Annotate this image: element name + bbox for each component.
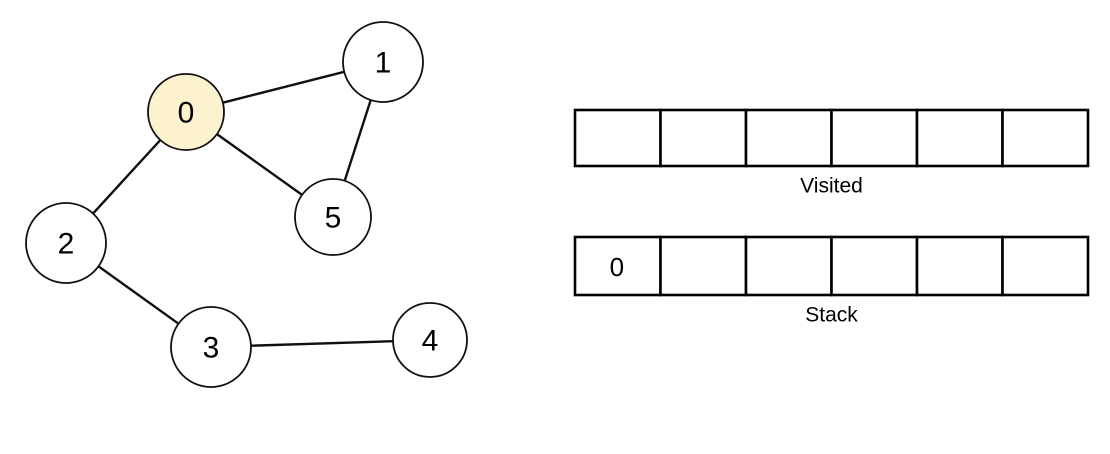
- visited-cell-4[interactable]: [915, 108, 1004, 168]
- visited-array-caption: Visited: [800, 174, 863, 197]
- stack-cell-1[interactable]: [659, 235, 748, 297]
- graph-node-circle-4[interactable]: [392, 302, 468, 378]
- graph-node-circle-0[interactable]: [147, 73, 225, 151]
- graph-edge-0-2: [91, 138, 162, 215]
- stack-array-caption: Stack: [805, 303, 858, 326]
- graph-edge-1-5: [343, 98, 372, 183]
- graph-edge-0-5: [215, 132, 304, 197]
- stack-cell-5[interactable]: [1001, 235, 1090, 297]
- graph-node-3[interactable]: 3: [170, 306, 252, 388]
- graph-node-circle-5[interactable]: [294, 178, 372, 256]
- graph-edge-0-1: [221, 70, 346, 104]
- graph-node-label-5: 5: [325, 202, 342, 235]
- graph-node-label-0: 0: [178, 97, 195, 130]
- graph-node-circle-1[interactable]: [342, 21, 424, 103]
- graph-edges-group: [91, 70, 395, 347]
- graph-edge-3-4: [249, 339, 395, 347]
- graph-node-5[interactable]: 5: [294, 178, 372, 256]
- visited-cell-3[interactable]: [830, 108, 919, 168]
- graph-node-circle-2[interactable]: [25, 202, 107, 284]
- graph-node-label-3: 3: [203, 332, 220, 365]
- graph-node-label-1: 1: [375, 47, 392, 80]
- graph-node-2[interactable]: 2: [25, 202, 107, 284]
- graph-edge-2-3: [97, 265, 180, 325]
- graph-node-1[interactable]: 1: [342, 21, 424, 103]
- visited-cell-5[interactable]: [1001, 108, 1090, 168]
- visited-cell-1[interactable]: [659, 108, 748, 168]
- visited-cell-0[interactable]: [573, 108, 662, 168]
- stack-cell-4[interactable]: [915, 235, 1004, 297]
- stack-cell-2[interactable]: [744, 235, 833, 297]
- graph-node-label-4: 4: [422, 325, 439, 358]
- stack-cell-0[interactable]: [573, 235, 662, 297]
- graph-node-label-2: 2: [58, 228, 75, 261]
- graph-node-4[interactable]: 4: [392, 302, 468, 378]
- stack-cell-3[interactable]: [830, 235, 919, 297]
- graph-nodes-group: 0 1 2 3 4 5: [25, 21, 468, 388]
- visited-array: Visited: [573, 108, 1090, 197]
- visited-cell-2[interactable]: [744, 108, 833, 168]
- graph-node-0[interactable]: 0: [147, 73, 225, 151]
- stack-cell-value-0: 0: [610, 252, 624, 282]
- graph-node-circle-3[interactable]: [170, 306, 252, 388]
